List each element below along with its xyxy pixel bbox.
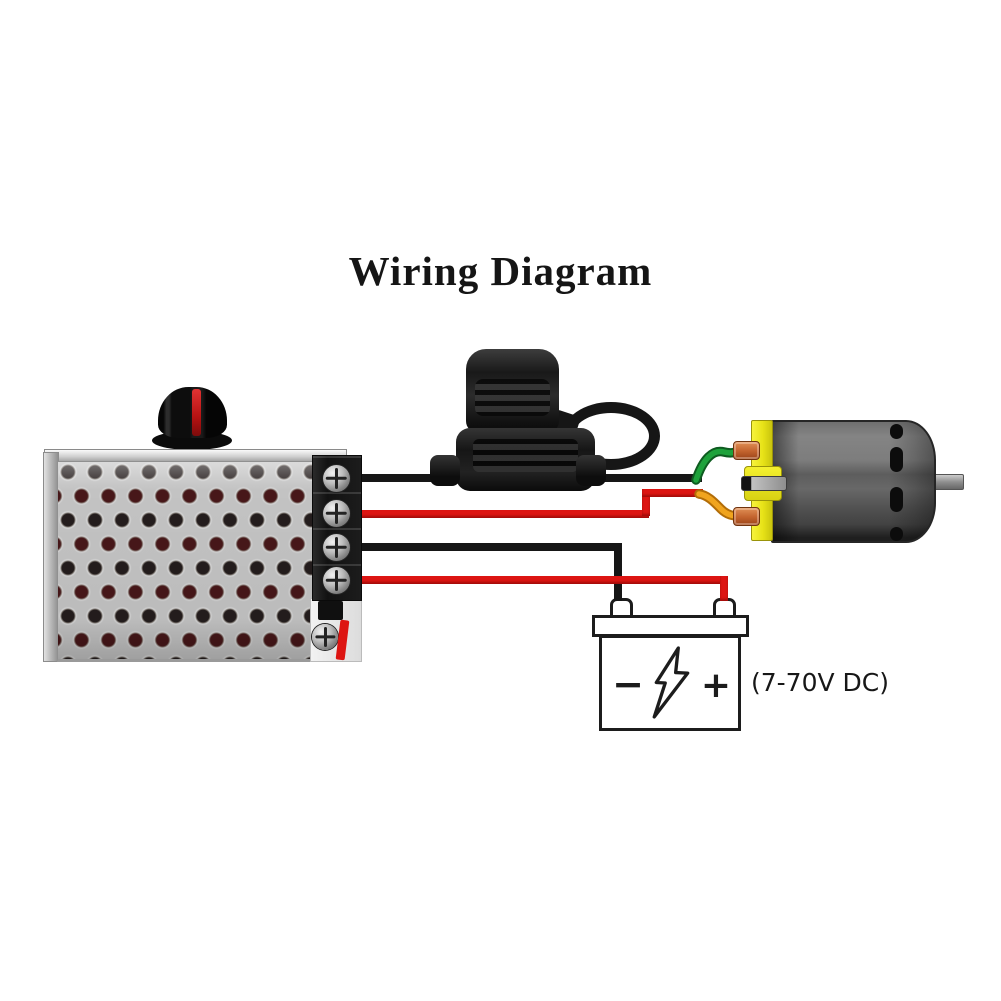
fuse-holder-body: [456, 428, 595, 491]
wire-red-step-vertical: [642, 490, 650, 516]
motor-vent-slot-2: [890, 447, 903, 472]
potentiometer-knob: [158, 387, 227, 438]
motor-terminal-crimp-negative: [733, 507, 760, 526]
terminal-screw-1: [323, 465, 350, 492]
motor-vent-slot-4: [890, 527, 903, 541]
motor-vent-slot-1: [890, 424, 903, 439]
auxiliary-terminal-screw: [312, 624, 338, 650]
fuse-holder-right-boot: [576, 455, 606, 486]
wire-red-step-upper: [642, 489, 703, 497]
wire-black-battery-drop: [614, 543, 622, 601]
fuse-holder-cap: [466, 349, 559, 433]
battery-voltage-label: (7-70V DC): [751, 668, 890, 697]
fuse-holder-left-boot: [430, 455, 460, 486]
motor-body: [771, 420, 936, 543]
wire-black-controller-to-battery: [354, 543, 622, 551]
battery-plus-symbol: +: [700, 665, 732, 706]
terminal-screw-2: [323, 500, 350, 527]
wire-red-controller-to-battery: [354, 576, 728, 584]
lightning-bolt-icon: [652, 646, 690, 719]
wire-red-battery-drop: [720, 576, 728, 601]
motor-terminal-crimp-positive: [733, 441, 760, 460]
terminal-screw-4: [323, 567, 350, 594]
battery-minus-symbol: −: [612, 662, 644, 706]
controller-perforated-case: [57, 461, 331, 662]
controller-component-chip: [318, 601, 343, 620]
lightning-bolt-shape: [652, 646, 690, 719]
wire-red-controller-to-motor-lower: [354, 510, 649, 518]
knob-indicator-stripe: [192, 389, 201, 436]
battery-lid: [592, 615, 749, 637]
terminal-block: [312, 455, 362, 601]
terminal-screw-3: [323, 534, 350, 561]
motor-vent-slot-3: [890, 487, 903, 512]
motor-center-pin: [741, 476, 787, 491]
diagram-title: Wiring Diagram: [348, 248, 653, 294]
